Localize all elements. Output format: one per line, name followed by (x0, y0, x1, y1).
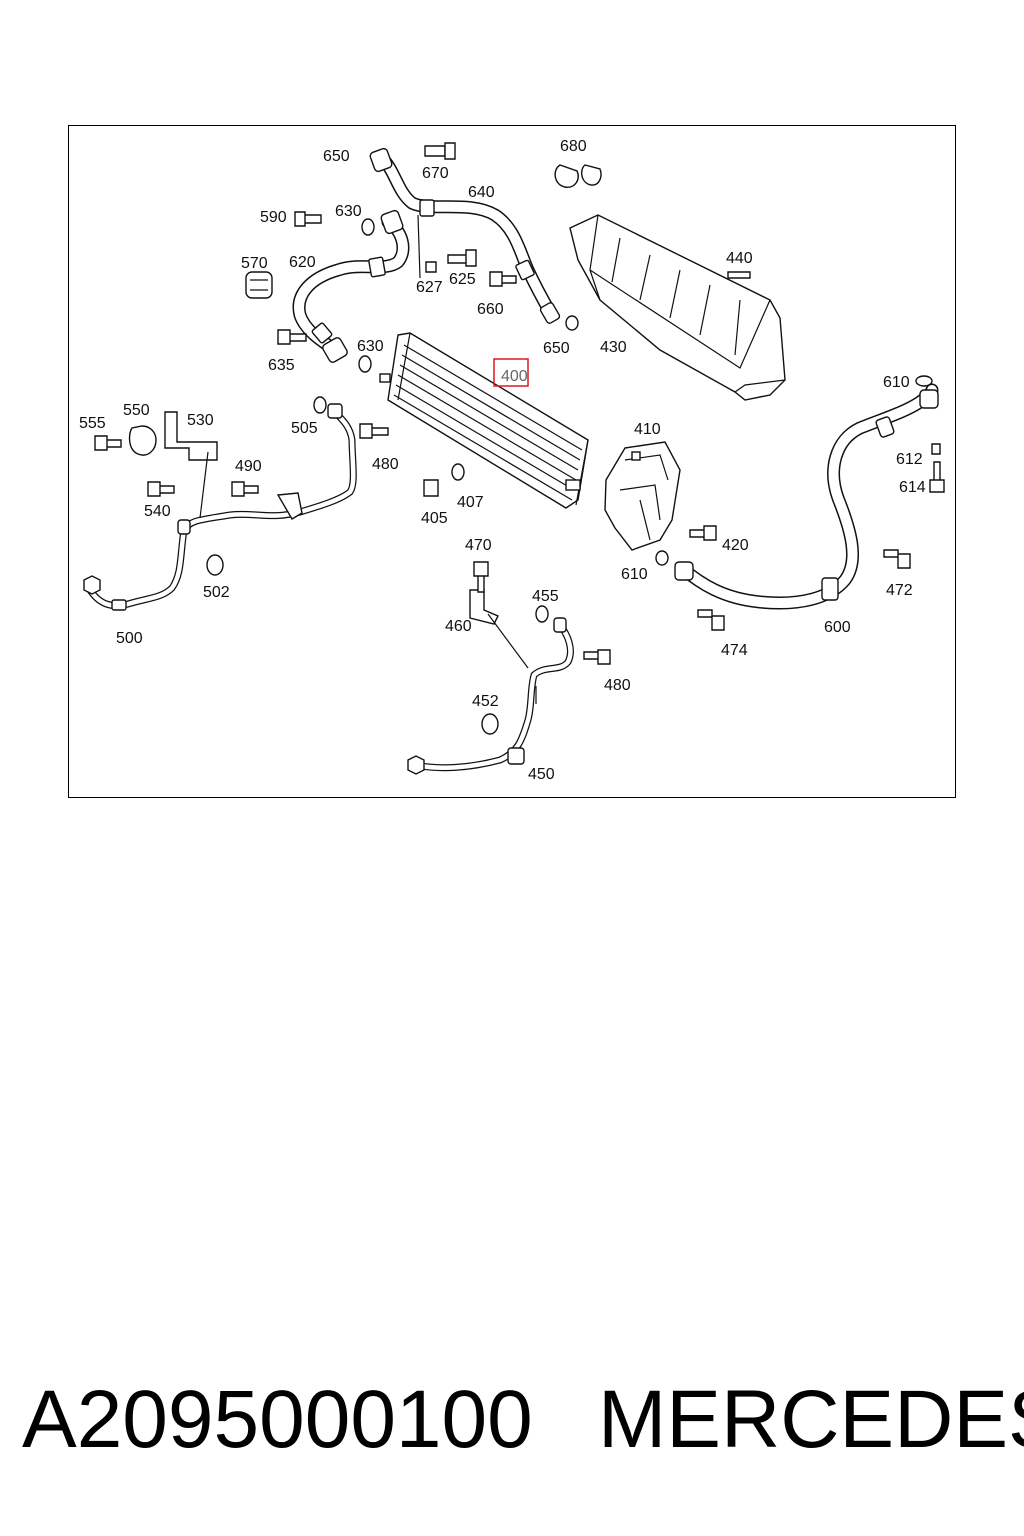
label-550: 550 (123, 402, 150, 419)
label-530: 530 (187, 412, 214, 429)
label-480: 480 (604, 677, 631, 694)
label-670: 670 (422, 165, 449, 182)
label-660: 660 (477, 301, 504, 318)
label-452: 452 (472, 693, 499, 710)
label-555: 555 (79, 415, 106, 432)
label-614: 614 (899, 479, 926, 496)
label-635: 635 (268, 357, 295, 374)
label-430: 430 (600, 339, 627, 356)
footer: A2095000100 MERCEDES (0, 1370, 1024, 1470)
bolts-upper (245, 142, 579, 373)
label-650: 650 (323, 148, 350, 165)
hose-620 (292, 215, 410, 357)
label-407: 407 (457, 494, 484, 511)
label-460: 460 (445, 618, 472, 635)
hose-600 (655, 375, 939, 610)
label-502: 502 (203, 584, 230, 601)
part-labels: 650 670 680 640 590 630 570 620 627 625 … (79, 138, 926, 783)
charge-air-cooler-400 (379, 332, 589, 509)
label-590: 590 (260, 209, 287, 226)
label-490: 490 (235, 458, 262, 475)
brand-name: MERCEDES (598, 1374, 1024, 1465)
label-455: 455 (532, 588, 559, 605)
label-630: 630 (357, 338, 384, 355)
label-540: 540 (144, 503, 171, 520)
label-470: 470 (465, 537, 492, 554)
fasteners (94, 396, 945, 735)
label-610: 610 (621, 566, 648, 583)
part-number: A2095000100 (22, 1374, 533, 1465)
diagram-frame (68, 125, 956, 798)
label-505: 505 (291, 420, 318, 437)
label-420: 420 (722, 537, 749, 554)
label-680: 680 (560, 138, 587, 155)
label-400-highlighted: 400 (501, 368, 528, 385)
hose-640 (377, 153, 557, 319)
label-630: 630 (335, 203, 362, 220)
label-570: 570 (241, 255, 268, 272)
label-650: 650 (543, 340, 570, 357)
hose-connector-650-top (311, 147, 561, 363)
label-450: 450 (528, 766, 555, 783)
label-410: 410 (634, 421, 661, 438)
label-405: 405 (421, 510, 448, 527)
label-474: 474 (721, 642, 748, 659)
highlight-box (493, 358, 529, 387)
pipe-500 (83, 403, 357, 611)
label-472: 472 (886, 582, 913, 599)
label-500: 500 (116, 630, 143, 647)
label-480: 480 (372, 456, 399, 473)
leader-lines (199, 214, 537, 704)
label-620: 620 (289, 254, 316, 271)
label-440: 440 (726, 250, 753, 267)
air-duct-430 (569, 214, 786, 401)
label-640: 640 (468, 184, 495, 201)
label-625: 625 (449, 271, 476, 288)
label-600: 600 (824, 619, 851, 636)
label-610: 610 (883, 374, 910, 391)
label-627: 627 (416, 279, 443, 296)
bracket-410 (604, 441, 681, 551)
clamp-680 (554, 164, 602, 188)
label-612: 612 (896, 451, 923, 468)
pipe-450 (407, 589, 574, 775)
